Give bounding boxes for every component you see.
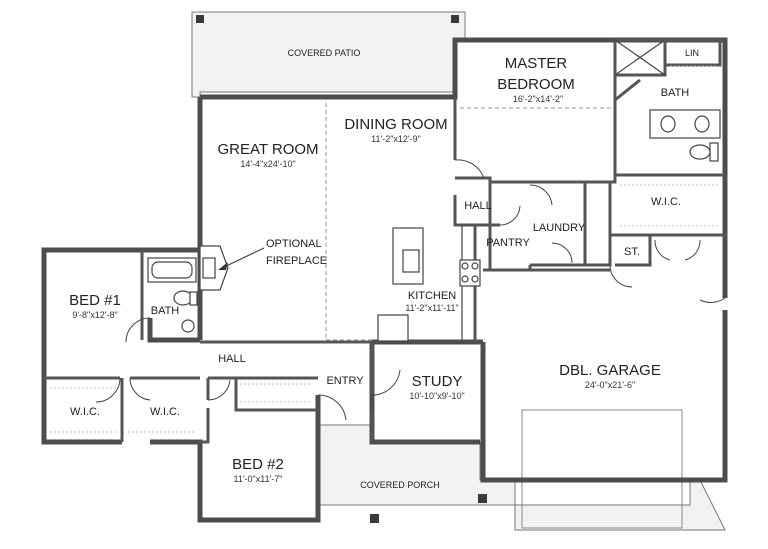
doors (95, 159, 726, 421)
label-great-room: GREAT ROOM (217, 141, 318, 158)
dims-bed2: 11'-0"x11'-7" (233, 474, 282, 484)
label-bath2: BATH (151, 305, 180, 317)
label-optional-fireplace-line2: FIREPLACE (266, 255, 327, 267)
dims-study: 10'-10"x9'-10" (409, 391, 464, 401)
label-kitchen: KITCHEN (408, 290, 456, 302)
dims-dbl-garage: 24'-0"x21'-6" (585, 380, 635, 390)
porch-post-right (478, 494, 487, 503)
label-master-bedroom-line1: MASTER (505, 55, 568, 72)
label-wic-bed1: W.I.C. (70, 406, 100, 418)
label-pantry: PANTRY (486, 237, 530, 249)
label-covered-patio: COVERED PATIO (288, 48, 361, 58)
dims-bed1: 9'-8"x12'-8" (72, 310, 117, 320)
label-bed2: BED #2 (232, 456, 284, 473)
label-wic-master: W.I.C. (651, 196, 681, 208)
dims-kitchen: 11'-2"x11'-11" (405, 303, 458, 313)
label-master-bedroom-line2: BEDROOM (497, 76, 575, 93)
room-boundaries (325, 103, 612, 341)
porch-post-left (370, 514, 379, 523)
label-bed1: BED #1 (69, 292, 121, 309)
closet-shelving (50, 65, 720, 433)
dims-master-bedroom: 16'-2"x14'-2" (513, 94, 563, 104)
dims-great-room: 14'-4"x24'-10" (240, 159, 295, 169)
label-wic-bed2: W.I.C. (150, 406, 180, 418)
garage-door-apron (521, 409, 683, 529)
label-dbl-garage: DBL. GARAGE (559, 362, 661, 379)
label-storage: ST. (624, 246, 640, 258)
label-linen: LIN (685, 48, 699, 58)
label-master-bath: BATH (661, 87, 690, 99)
label-hall-upper: HALL (464, 200, 492, 212)
interior-walls (44, 38, 725, 444)
label-laundry: LAUNDRY (533, 222, 586, 234)
room-labels: COVERED PATIO MASTER BEDROOM 16'-2"x14'-… (69, 48, 699, 490)
patio-post-right (451, 15, 459, 23)
patio-post-left (196, 15, 204, 23)
label-entry: ENTRY (326, 375, 364, 387)
label-covered-porch: COVERED PORCH (360, 480, 440, 490)
label-optional-fireplace-line1: OPTIONAL (266, 238, 322, 250)
label-hall-lower: HALL (218, 353, 246, 365)
label-dining-room: DINING ROOM (344, 116, 447, 133)
fireplace-pointer (218, 247, 265, 270)
dims-dining-room: 11'-2"x12'-9" (371, 134, 421, 144)
label-study: STUDY (412, 373, 463, 390)
